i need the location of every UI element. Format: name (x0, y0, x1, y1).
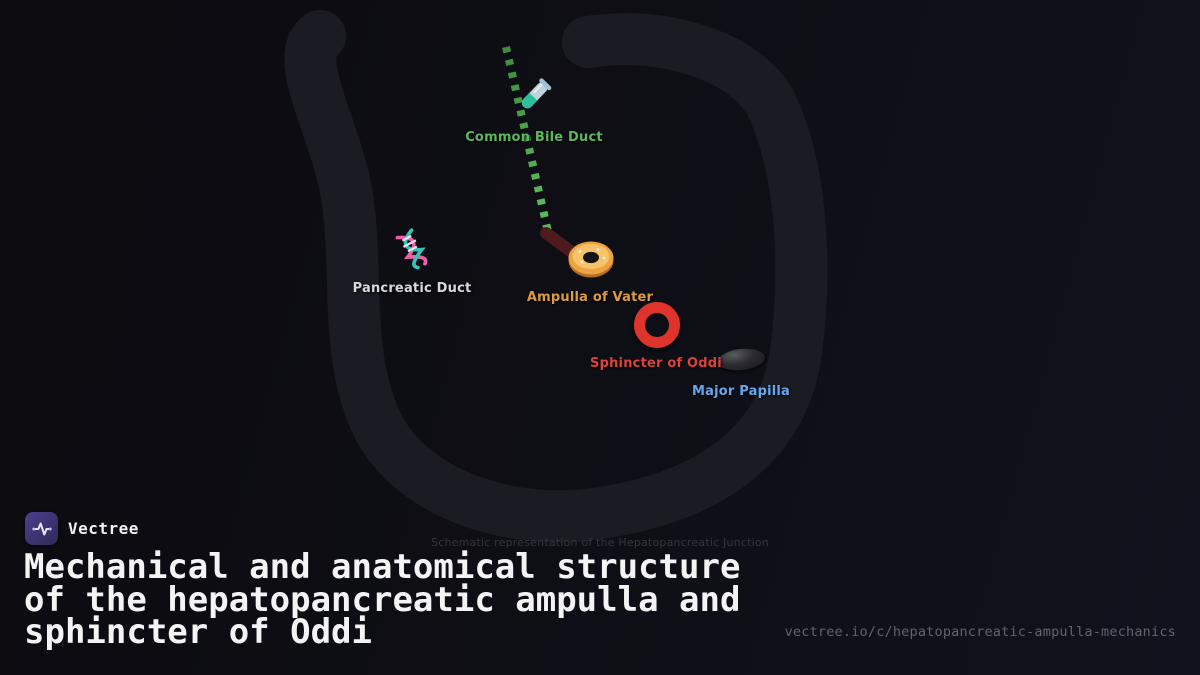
title-line-3: sphincter of Oddi (24, 612, 372, 652)
source-url: vectree.io/c/hepatopancreatic-ampulla-me… (784, 624, 1176, 640)
vectree-logo (25, 512, 58, 545)
brand-name: Vectree (68, 519, 139, 538)
title-line-2: of the hepatopancreatic ampulla and (24, 579, 741, 620)
label-common-bile-duct: Common Bile Duct (465, 130, 603, 145)
test-tube-icon (521, 78, 552, 109)
duodenum-outline (284, 10, 828, 543)
donut-icon (568, 241, 614, 278)
diagram-caption: Schematic representation of the Hepatopa… (431, 536, 769, 549)
pulse-icon (31, 521, 52, 536)
label-sphincter-of-oddi: Sphincter of Oddi (590, 356, 722, 371)
red-ring-icon (634, 302, 680, 348)
title-line-1: Mechanical and anatomical structure (24, 547, 741, 587)
label-pancreatic-duct: Pancreatic Duct (352, 281, 472, 296)
label-major-papilla: Major Papilla (691, 384, 791, 399)
label-ampulla-of-vater: Ampulla of Vater (526, 290, 654, 305)
page-title: Mechanical and anatomical structure of t… (24, 547, 741, 652)
dna-icon (395, 228, 428, 270)
